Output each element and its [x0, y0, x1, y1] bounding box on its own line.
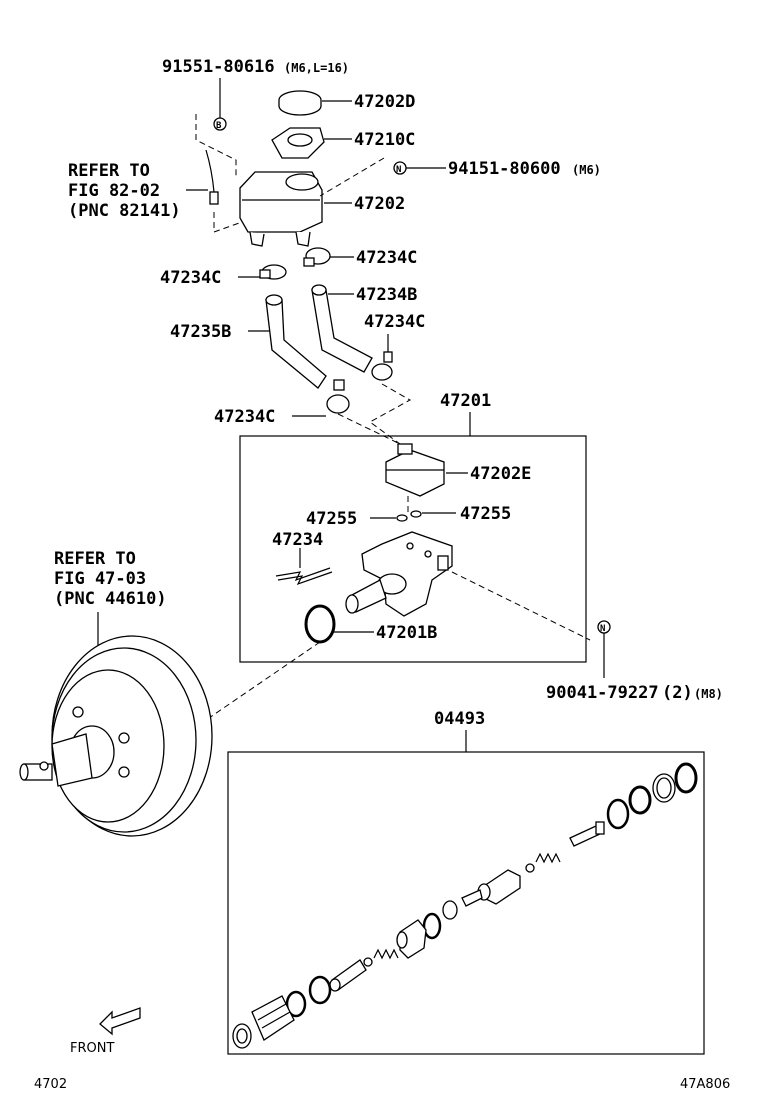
- label-47234B: 47234B: [356, 285, 417, 305]
- label-04493: 04493: [434, 709, 485, 729]
- dash-n1-to-tank: [319, 157, 385, 197]
- dash-sensor-to-tank: [213, 212, 243, 233]
- retaining-pin-47234-b: [277, 571, 333, 586]
- dash-hose-right-to-cylinder: [369, 383, 412, 445]
- dash-cylinder-to-booster: [205, 641, 321, 721]
- o-ring-47201B: [304, 604, 336, 644]
- label-47234: 47234: [272, 530, 323, 550]
- marker-n2: N: [600, 624, 605, 634]
- ref1-line3: (PNC 82141): [68, 201, 181, 221]
- hose-clip-upper-right: [303, 247, 331, 267]
- repair-kit-box: [227, 751, 705, 1055]
- label-90041-spec: (M8): [694, 687, 723, 701]
- label-47234C-a: 47234C: [160, 268, 221, 288]
- label-94151-80600: 94151-80600: [448, 159, 561, 179]
- hose-47235B-end: [265, 294, 283, 306]
- label-47234C-b: 47234C: [356, 248, 417, 268]
- label-47234C-c: 47234C: [364, 312, 425, 332]
- ref2-line3: (PNC 44610): [54, 589, 167, 609]
- master-cylinder-body: [345, 531, 453, 617]
- marker-n1: N: [396, 165, 401, 175]
- diagram-code: 47A806: [680, 1077, 730, 1092]
- level-sensor-connector: [209, 191, 219, 205]
- label-91551-spec: (M6,L=16): [284, 61, 349, 75]
- label-47255-b: 47255: [460, 504, 511, 524]
- page-code: 4702: [34, 1077, 67, 1092]
- label-47202: 47202: [354, 194, 405, 214]
- seal-47255-b: [410, 510, 422, 518]
- ref2-line1: REFER TO: [54, 549, 136, 569]
- label-47202E: 47202E: [470, 464, 531, 484]
- label-47255-a: 47255: [306, 509, 357, 529]
- front-label: FRONT: [70, 1041, 114, 1056]
- label-90041-79227: 90041-79227: [546, 683, 659, 703]
- ref1-line1: REFER TO: [68, 161, 150, 181]
- reservoir-grommet: [385, 443, 445, 497]
- hose-clip-upper-left: [259, 264, 287, 280]
- dash-cylinder-to-n2: [451, 571, 591, 641]
- reservoir-cap: [278, 90, 322, 116]
- retaining-pin-47234: [275, 567, 331, 582]
- label-47201B: 47201B: [376, 623, 437, 643]
- label-90041-qty: (2): [662, 683, 693, 703]
- master-cylinder-box: [239, 435, 587, 663]
- ref2-line2: FIG 47-03: [54, 569, 146, 589]
- marker-b-circle: [213, 117, 227, 131]
- seal-47255-a: [396, 514, 408, 522]
- reservoir-strainer: [271, 127, 325, 159]
- hose-47234B-end: [311, 284, 327, 296]
- level-sensor-wire: [205, 149, 215, 193]
- label-94151-spec: (M6): [572, 163, 601, 177]
- hose-clip-lower: [326, 379, 350, 414]
- label-91551-80616: 91551-80616: [162, 57, 275, 77]
- front-arrow-icon: [99, 1007, 141, 1036]
- dash-bolt-to-tank: [195, 114, 237, 176]
- label-47235B: 47235B: [170, 322, 231, 342]
- label-47201: 47201: [440, 391, 491, 411]
- hose-clip-mid-right: [371, 351, 393, 381]
- label-47210C: 47210C: [354, 130, 415, 150]
- repair-kit-parts: [232, 762, 698, 1049]
- reservoir-tank: [239, 171, 323, 247]
- ref1-line2: FIG 82-02: [68, 181, 160, 201]
- brake-booster: [19, 635, 213, 837]
- marker-b: B: [216, 121, 222, 131]
- label-47202D: 47202D: [354, 92, 415, 112]
- label-47234C-d: 47234C: [214, 407, 275, 427]
